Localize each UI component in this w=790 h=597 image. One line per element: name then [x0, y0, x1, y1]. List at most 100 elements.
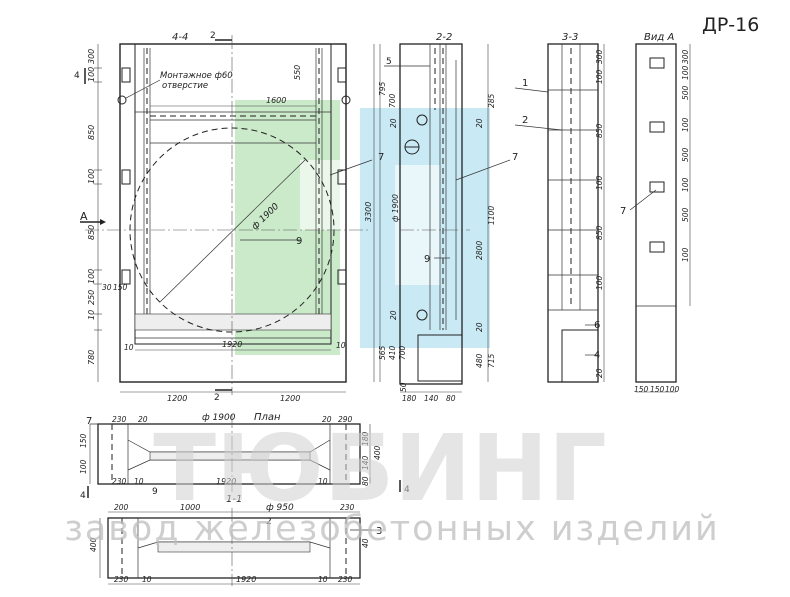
logo-white-gap-1	[300, 160, 340, 230]
dim-780-left: 780	[87, 350, 96, 365]
dim-1920-front: 1920	[222, 340, 242, 349]
dim-500-view-a-3: 500	[681, 207, 690, 222]
label-7-view-a: 7	[620, 206, 626, 217]
dim-550: 550	[293, 65, 302, 80]
label-9-front: 9	[296, 236, 302, 247]
label-1: 1	[522, 78, 528, 89]
dim-20-top: 20	[389, 118, 398, 128]
label-9-plan: 9	[152, 487, 158, 497]
dim-100-view-a-1: 100	[681, 65, 690, 80]
label-view-a: Вид А	[644, 32, 674, 43]
dim-300-view-a: 300	[681, 49, 690, 64]
dim-150-front: 150	[113, 283, 128, 292]
label-plan: План	[254, 412, 281, 423]
label-5: 5	[386, 57, 392, 67]
label-7-side: 7	[512, 152, 518, 163]
dim-1000-1-1: 1000	[180, 503, 200, 512]
view-a-loop-1	[649, 57, 665, 69]
dim-700-top: 700	[388, 93, 397, 108]
dim-100-view-a-bottom: 100	[665, 385, 680, 394]
dim-10-bottom-left: 10	[124, 343, 134, 352]
section-2-2-view	[379, 43, 511, 393]
dim-10-1-1-left: 10	[142, 575, 152, 584]
loop-right-3	[337, 269, 347, 285]
dim-290-plan: 290	[338, 415, 353, 424]
dim-3300: 3300	[364, 202, 373, 222]
label-section-3-3: 3-3	[562, 32, 578, 43]
dim-300-left: 300	[87, 49, 96, 64]
dim-80-side: 80	[446, 394, 456, 403]
dim-1900-side: ф 1900	[391, 194, 400, 222]
label-section-1-1: 1-1	[226, 494, 242, 505]
dim-20-plan-top-left: 20	[138, 415, 148, 424]
dim-480: 480	[475, 353, 484, 368]
logo-watermark	[235, 100, 490, 355]
dim-850-left-1: 850	[87, 125, 96, 140]
label-4-section: 4	[594, 350, 600, 361]
label-3: 3	[376, 526, 382, 537]
dim-230-1-1-top: 230	[340, 503, 355, 512]
section-1-1-outline	[107, 517, 361, 579]
dim-200-1-1: 200	[114, 503, 129, 512]
inner-opening	[134, 43, 332, 345]
dim-400-plan: 400	[373, 445, 382, 460]
dim-1920-plan: 1920	[216, 477, 236, 486]
dim-140-plan: 140	[361, 455, 370, 470]
dim-2800: 2800	[475, 241, 484, 260]
view-a	[629, 43, 691, 393]
label-A: А	[80, 210, 88, 223]
dim-500-view-a-2: 500	[681, 147, 690, 162]
label-2-bottom: 2	[214, 393, 220, 403]
section-3-3-view	[514, 43, 605, 383]
section-1-1-view	[99, 508, 372, 586]
dim-100-left-3: 100	[87, 269, 96, 284]
label-2-section: 2	[522, 115, 528, 126]
label-section-4-4: 4-4	[172, 32, 188, 43]
dim-100-3-3-1: 100	[595, 69, 604, 84]
label-2-top: 2	[210, 31, 216, 41]
dim-100-left-2: 100	[87, 169, 96, 184]
drawing-title: ДР-16	[702, 14, 759, 36]
dim-410: 410	[388, 345, 397, 360]
section-4-4-view	[80, 35, 375, 395]
dim-150-view-a-1: 150	[634, 385, 649, 394]
label-section-2-2: 2-2	[436, 32, 452, 43]
dim-20-plan-top-right: 20	[322, 415, 332, 424]
label-mounting-hole-2: отверстие	[162, 81, 208, 91]
dim-100-left-1: 100	[87, 67, 96, 82]
plan-beam	[149, 451, 311, 461]
section-3-3-outline	[547, 43, 599, 383]
dim-230-plan-top: 230	[112, 415, 127, 424]
dim-10-1-1-right: 10	[318, 575, 328, 584]
label-diameter-1900-plan: ф 1900	[202, 413, 236, 423]
dim-180: 180	[402, 394, 417, 403]
dim-1200-right: 1200	[280, 394, 300, 403]
dim-400-1-1: 400	[89, 537, 98, 552]
dim-20-right: 20	[475, 322, 484, 332]
dim-10-plan: 10	[134, 477, 144, 486]
dim-1600: 1600	[266, 96, 286, 105]
dim-80-plan: 80	[361, 476, 370, 486]
dim-100-view-a-4: 100	[681, 247, 690, 262]
dim-230-1-1-right: 230	[338, 575, 353, 584]
dim-100-view-a-2: 100	[681, 117, 690, 132]
label-4-plan-left: 4	[80, 491, 86, 501]
dim-180-plan: 180	[361, 431, 370, 446]
dim-20-3-3: 20	[595, 368, 604, 378]
hole-2-2-bottom	[416, 309, 428, 321]
loop-left-3	[121, 269, 131, 285]
dim-1920-1-1: 1920	[236, 575, 256, 584]
dim-795: 795	[378, 81, 387, 96]
dim-565: 565	[378, 345, 387, 360]
section-2-2-outline	[399, 43, 463, 385]
label-7-plan: 7	[86, 416, 92, 427]
label-9-side: 9	[424, 254, 430, 265]
dim-1200-left: 1200	[167, 394, 187, 403]
dim-850-3-3-2: 850	[595, 225, 604, 240]
dim-50-side: 50	[399, 382, 408, 392]
view-a-loop-2	[649, 121, 665, 133]
dim-850-left-2: 850	[87, 225, 96, 240]
dim-20-right-top: 20	[475, 118, 484, 128]
